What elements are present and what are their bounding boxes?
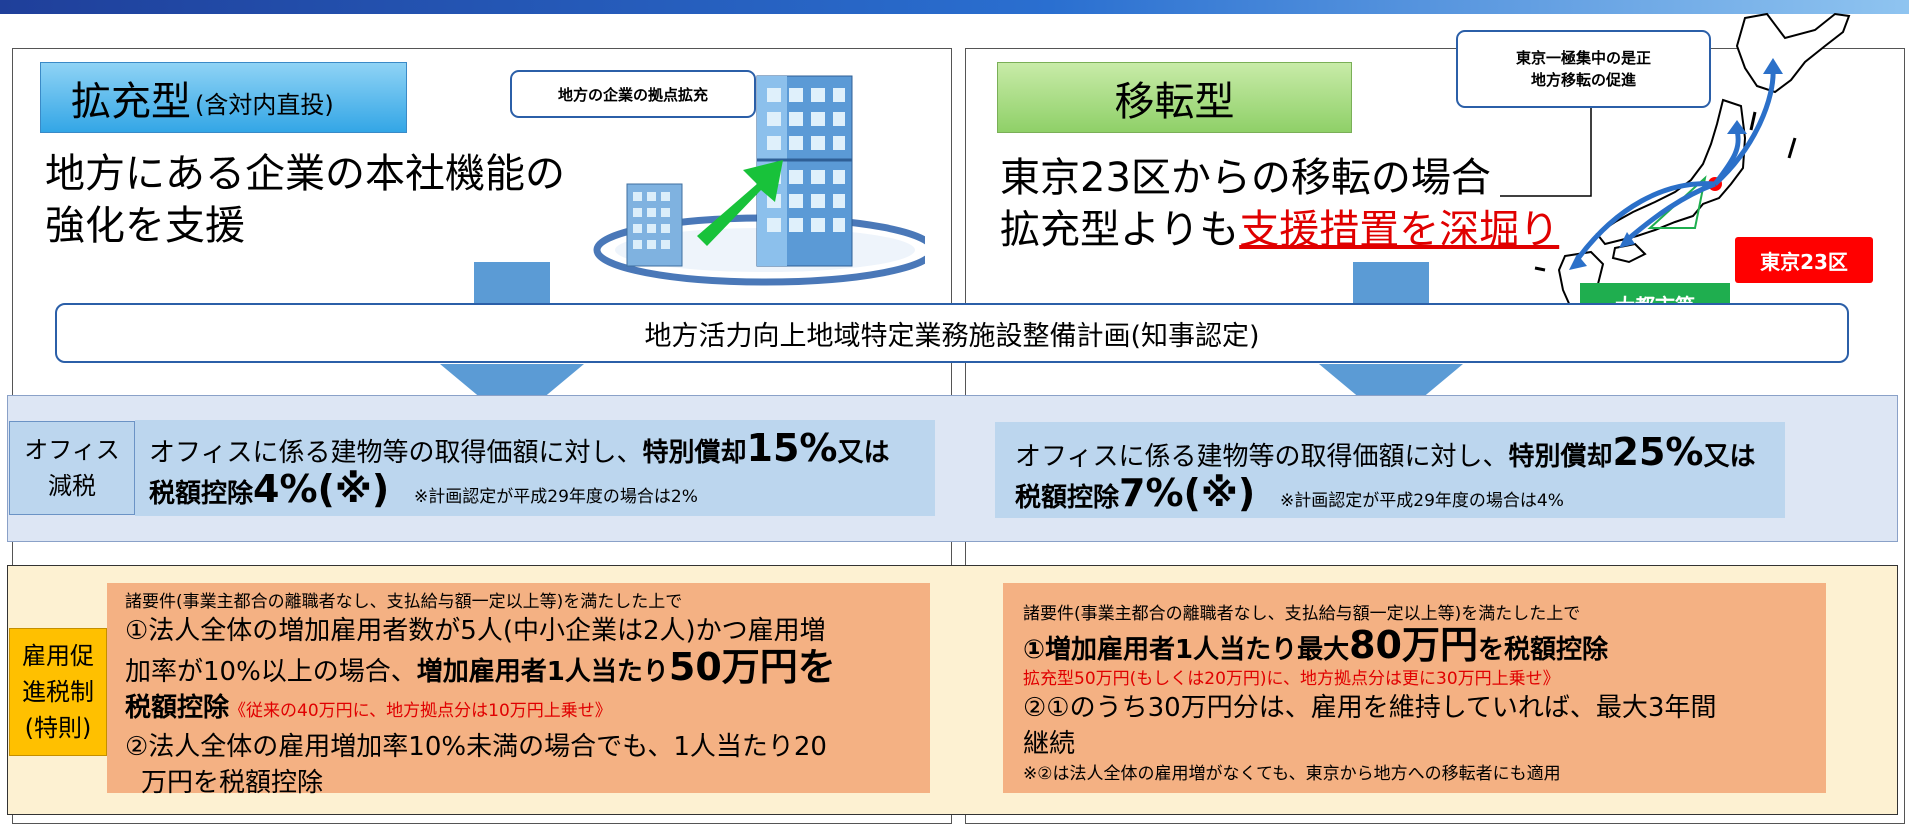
employment-right-line3: ②①のうち30万円分は、雇用を維持していれば、最大3年間 <box>1023 693 1717 723</box>
building-expansion-illustration <box>593 75 925 286</box>
office-right-note: ※計画認定が平成29年度の場合は4% <box>1280 491 1564 511</box>
facility-plan-text: 地方活力向上地域特定業務施設整備計画(知事認定) <box>644 320 1260 352</box>
office-tax-side-line2: 減税 <box>48 472 96 500</box>
office-right-special-depreciation: 特別償却 <box>1508 442 1613 472</box>
employment-left-tax-credit: 税額控除 <box>125 693 230 723</box>
callout-pointer-line <box>1500 108 1592 197</box>
right-top-arrow <box>1353 262 1429 307</box>
employment-side-line1: 雇用促 <box>22 642 94 670</box>
expansion-type-title: 拡充型 <box>71 78 191 125</box>
left-bottom-arrow <box>440 364 584 424</box>
office-left-note: ※計画認定が平成29年度の場合は2% <box>414 487 698 507</box>
employment-side-line3: (特則) <box>24 714 92 742</box>
left-headline-line2: 強化を支援 <box>45 203 245 249</box>
relocation-type-title: 移転型 <box>1114 78 1235 125</box>
tokyo-concentration-callout-line2: 地方移転の促進 <box>1530 71 1636 89</box>
right-headline-line2a: 拡充型よりも <box>1000 207 1240 253</box>
tokyo-23-wards-text: 東京23区 <box>1760 249 1848 274</box>
office-right-or: 又は <box>1703 442 1756 472</box>
office-left-special-depreciation: 特別償却 <box>642 438 747 468</box>
left-headline-line1: 地方にある企業の本社機能の <box>45 151 565 197</box>
employment-left-line1: ①法人全体の増加雇用者数が5人(中小企業は2人)かつ雇用増 <box>125 616 826 646</box>
tokyo-concentration-callout: 東京一極集中の是正 地方移転の促進 <box>1456 30 1711 108</box>
employment-left-red-note: 《従来の40万円に、地方拠点分は10万円上乗せ》 <box>229 701 612 721</box>
employment-right-conditions: 諸要件(事業主都合の離職者なし、支払給与額一定以上等)を満たした上で <box>1023 604 1581 624</box>
expansion-type-subtitle: (含対内直投) <box>195 91 334 119</box>
employment-right-box: 諸要件(事業主都合の離職者なし、支払給与額一定以上等)を満たした上で ①増加雇用… <box>1003 583 1826 793</box>
employment-right-note: ※②は法人全体の雇用増がなくても、東京から地方への移転者にも適用 <box>1023 764 1561 784</box>
employment-left-line4: ②法人全体の雇用増加率10%未満の場合でも、1人当たり20 <box>125 732 827 762</box>
employment-right-red-note: 拡充型50万円(もしくは20万円)に、地方拠点分は更に30万円上乗せ》 <box>1023 669 1560 689</box>
expansion-type-label: 拡充型 (含対内直投) <box>40 62 407 133</box>
office-tax-right-box: オフィスに係る建物等の取得価額に対し、特別償却25%又は 税額控除7%(※) ※… <box>995 422 1785 518</box>
office-tax-side-label: オフィス減税 <box>9 421 135 515</box>
employment-side-line2: 進税制 <box>22 678 94 706</box>
employment-tax-side-label: 雇用促進税制 (特則) <box>9 628 107 756</box>
employment-left-line5: 万円を税額控除 <box>141 768 324 798</box>
office-tax-left-box: オフィスに係る建物等の取得価額に対し、特別償却15%又は 税額控除4%(※) ※… <box>135 420 935 516</box>
employment-left-box: 諸要件(事業主都合の離職者なし、支払給与額一定以上等)を満たした上で ①法人全体… <box>107 583 930 798</box>
employment-left-amount: 50万円を <box>668 645 836 689</box>
right-headline: 東京23区からの移転の場合 拡充型よりも支援措置を深堀り <box>1000 152 1559 256</box>
employment-left-line2a: 加率が10%以上の場合、 <box>125 657 417 687</box>
base-expansion-callout-text: 地方の企業の拠点拡充 <box>557 85 708 104</box>
right-headline-line2b: 支援措置を深堀り <box>1239 207 1560 253</box>
tokyo-23-wards-tag: 東京23区 <box>1735 237 1873 283</box>
office-left-or: 又は <box>837 438 890 468</box>
relocation-type-label: 移転型 <box>997 62 1352 133</box>
office-tax-side-line1: オフィス <box>24 436 120 464</box>
employment-right-line4: 継続 <box>1023 729 1076 759</box>
office-left-tax-credit: 税額控除 <box>149 479 254 509</box>
employment-left-conditions: 諸要件(事業主都合の離職者なし、支払給与額一定以上等)を満たした上で <box>125 592 683 612</box>
tokyo-concentration-callout-line1: 東京一極集中の是正 <box>1515 49 1651 67</box>
office-right-credit-rate: 7%(※) <box>1119 471 1256 515</box>
office-right-text-a: オフィスに係る建物等の取得価額に対し、 <box>1015 442 1509 472</box>
right-bottom-arrow <box>1319 364 1463 424</box>
base-expansion-callout: 地方の企業の拠点拡充 <box>510 70 756 118</box>
left-top-arrow <box>474 262 550 307</box>
left-headline: 地方にある企業の本社機能の 強化を支援 <box>45 148 565 252</box>
facility-plan-banner: 地方活力向上地域特定業務施設整備計画(知事認定) <box>55 303 1849 363</box>
right-headline-line1: 東京23区からの移転の場合 <box>1000 155 1491 201</box>
header-bar <box>0 0 1909 14</box>
employment-left-line2b: 増加雇用者1人当たり <box>416 657 669 687</box>
office-right-tax-credit: 税額控除 <box>1015 483 1120 513</box>
employment-right-line1c: を税額控除 <box>1478 635 1609 665</box>
employment-right-line1a: ①増加雇用者1人当たり最大 <box>1023 635 1350 665</box>
office-left-credit-rate: 4%(※) <box>253 467 390 511</box>
office-right-depreciation-rate: 25% <box>1612 430 1704 474</box>
office-left-depreciation-rate: 15% <box>746 426 838 470</box>
office-left-text-a: オフィスに係る建物等の取得価額に対し、 <box>149 438 643 468</box>
employment-right-amount: 80万円 <box>1349 623 1478 667</box>
